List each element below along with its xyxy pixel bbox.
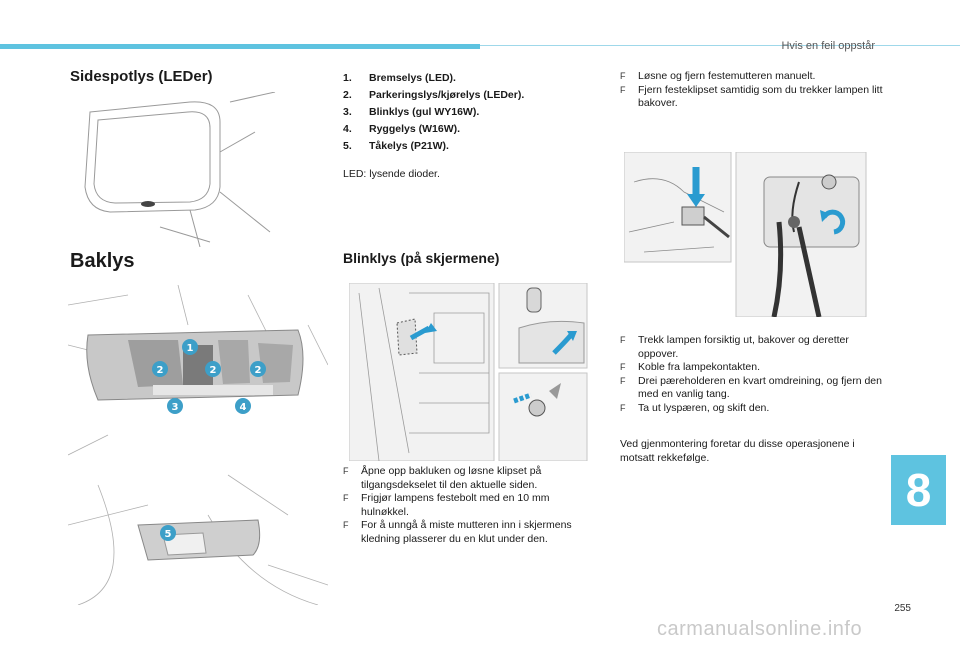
bulb-list: 1.Bremselys (LED). 2.Parkeringslys/kjøre… <box>343 70 524 155</box>
chapter-tab: 8 <box>891 455 946 525</box>
rear-lamp-illustration: 1 2 2 2 3 4 5 <box>68 285 328 605</box>
heading-sidespotlys: Sidespotlys (LEDer) <box>70 68 213 85</box>
callout-5: 5 <box>165 529 172 540</box>
callout-3: 3 <box>172 402 179 413</box>
section-header: Hvis en feil oppstår <box>781 40 875 52</box>
page-number: 255 <box>894 603 911 614</box>
list-item: 4.Ryggelys (W16W). <box>343 123 461 135</box>
callout-2c: 2 <box>255 365 262 376</box>
list-item: 3.Blinklys (gul WY16W). <box>343 106 480 118</box>
top-accent-line <box>480 45 960 46</box>
callout-2b: 2 <box>210 365 217 376</box>
top-accent-bar <box>0 44 480 49</box>
heading-blinklys: Blinklys (på skjermene) <box>343 250 500 266</box>
led-note: LED: lysende dioder. <box>343 168 440 180</box>
list-item: 2.Parkeringslys/kjørelys (LEDer). <box>343 89 525 101</box>
callout-4: 4 <box>240 402 247 413</box>
list-item: 5.Tåkelys (P21W). <box>343 140 449 152</box>
reassembly-note: Ved gjenmontering foretar du disse opera… <box>620 438 855 464</box>
watermark: carmanualsonline.info <box>657 618 863 640</box>
callout-1: 1 <box>187 343 194 354</box>
heading-baklys: Baklys <box>70 250 135 272</box>
callout-2a: 2 <box>157 365 164 376</box>
mirror-illustration <box>84 92 276 247</box>
list-item: 1.Bremselys (LED). <box>343 72 456 84</box>
lamp-removal-illustration <box>624 152 867 317</box>
trunk-access-illustration <box>349 283 588 461</box>
